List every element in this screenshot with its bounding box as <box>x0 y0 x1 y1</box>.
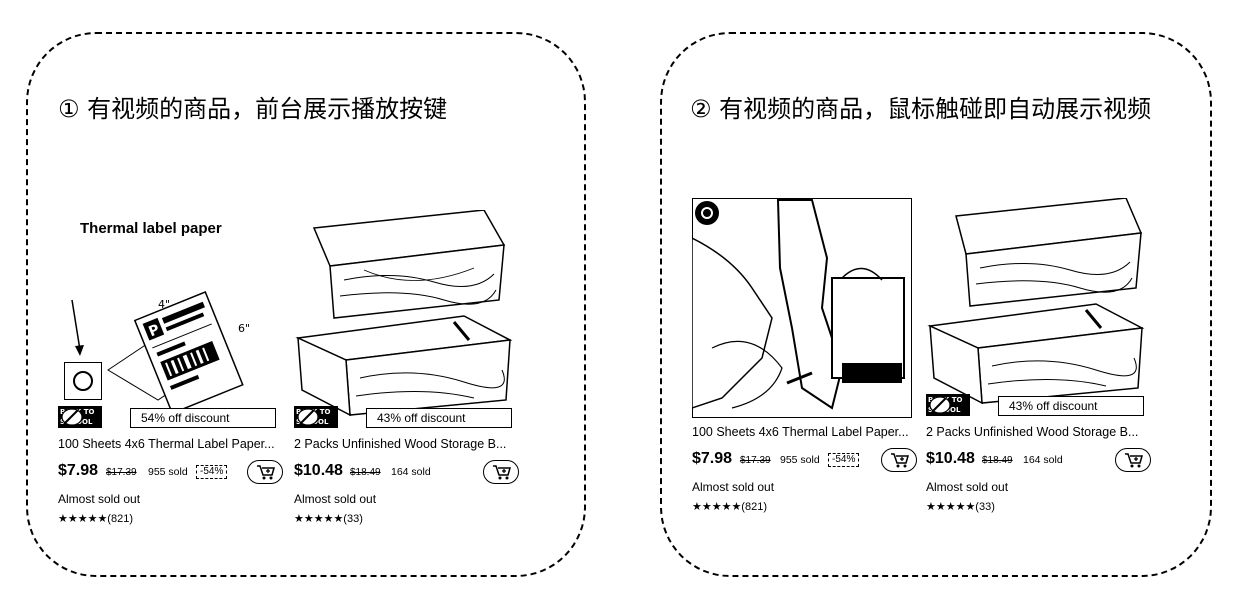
stock-status: Almost sold out <box>692 480 775 494</box>
original-price: $18.49 <box>982 455 1013 466</box>
rating: ★★★★★(821) <box>58 513 133 525</box>
sold-count: 164 sold <box>1023 454 1063 466</box>
add-to-cart-button[interactable] <box>1115 448 1151 472</box>
price: $7.98 <box>58 462 99 479</box>
product-image[interactable]: BACK TOSCHOOL 43% off discount <box>926 198 1146 418</box>
product-card-thermal-paper-video[interactable]: 100 Sheets 4x6 Thermal Label Paper... $7… <box>692 198 917 513</box>
product-title[interactable]: 2 Packs Unfinished Wood Storage B... <box>294 437 507 451</box>
panel-2-heading: ② 有视频的商品，鼠标触碰即自动展示视频 <box>690 95 1152 123</box>
add-to-cart-icon <box>493 465 511 480</box>
add-to-cart-icon <box>891 453 909 468</box>
rating: ★★★★★(33) <box>926 501 995 513</box>
rating: ★★★★★(33) <box>294 513 363 525</box>
discount-percent: -54% <box>196 465 228 479</box>
product-card-wood-storage[interactable]: BACK TOSCHOOL 43% off discount 2 Packs U… <box>294 210 519 525</box>
image-caption: Thermal label paper <box>80 220 222 237</box>
product-image[interactable]: Thermal label paper P <box>58 210 278 430</box>
product-title[interactable]: 100 Sheets 4x6 Thermal Label Paper... <box>692 425 909 439</box>
sold-count: 955 sold <box>148 466 188 478</box>
stock-status: Almost sold out <box>294 492 377 506</box>
promo-banner: BACK TOSCHOOL 54% off discount <box>58 406 278 430</box>
price-row: $10.48 $18.49 164 sold <box>294 460 519 484</box>
add-to-cart-icon <box>257 465 275 480</box>
discount-label: 54% off discount <box>130 408 276 428</box>
video-play-icon[interactable] <box>64 362 102 400</box>
wood-box-illustration <box>295 210 513 417</box>
product-video-frame[interactable] <box>692 198 912 418</box>
label-size-top: 4" <box>158 298 170 311</box>
panel-1-heading: ① 有视频的商品，前台展示播放按键 <box>58 95 448 123</box>
add-to-cart-button[interactable] <box>881 448 917 472</box>
panel-video-autoplay-on-hover <box>660 32 1212 577</box>
thermal-label-illustration: P 4" 6" <box>71 291 250 415</box>
sold-count: 955 sold <box>780 454 820 466</box>
price: $10.48 <box>926 450 975 467</box>
product-card-wood-storage[interactable]: BACK TOSCHOOL 43% off discount 2 Packs U… <box>926 198 1151 513</box>
price: $7.98 <box>692 450 733 467</box>
price: $10.48 <box>294 462 343 479</box>
panel-video-play-button <box>26 32 586 577</box>
add-to-cart-button[interactable] <box>483 460 519 484</box>
original-price: $18.49 <box>350 467 381 478</box>
product-title[interactable]: 2 Packs Unfinished Wood Storage B... <box>926 425 1139 439</box>
price-row: $7.98 $17.39 955 sold -54% <box>692 448 917 472</box>
add-to-cart-icon <box>1125 453 1143 468</box>
discount-label: 43% off discount <box>366 408 512 428</box>
live-video-icon[interactable] <box>695 201 719 225</box>
label-size-side: 6" <box>238 322 250 335</box>
price-row: $10.48 $18.49 164 sold <box>926 448 1151 472</box>
product-image[interactable]: BACK TOSCHOOL 43% off discount <box>294 210 514 430</box>
stock-status: Almost sold out <box>58 492 141 506</box>
discount-label: 43% off discount <box>998 396 1144 416</box>
product-card-thermal-paper[interactable]: Thermal label paper P <box>58 210 283 525</box>
promo-banner: BACK TOSCHOOL 43% off discount <box>294 406 514 430</box>
price-row: $7.98 $17.39 955 sold -54% <box>58 460 283 484</box>
sold-count: 164 sold <box>391 466 431 478</box>
pencil-icon <box>297 408 319 426</box>
original-price: $17.39 <box>106 467 137 478</box>
pencil-icon <box>929 396 951 414</box>
discount-percent: -54% <box>828 453 860 467</box>
promo-banner: BACK TOSCHOOL 43% off discount <box>926 394 1146 418</box>
original-price: $17.39 <box>740 455 771 466</box>
product-title[interactable]: 100 Sheets 4x6 Thermal Label Paper... <box>58 437 275 451</box>
pencil-icon <box>61 408 83 426</box>
stock-status: Almost sold out <box>926 480 1009 494</box>
wood-box-illustration <box>927 198 1145 405</box>
rating: ★★★★★(821) <box>692 501 767 513</box>
video-frame-illustration <box>692 198 912 418</box>
add-to-cart-button[interactable] <box>247 460 283 484</box>
